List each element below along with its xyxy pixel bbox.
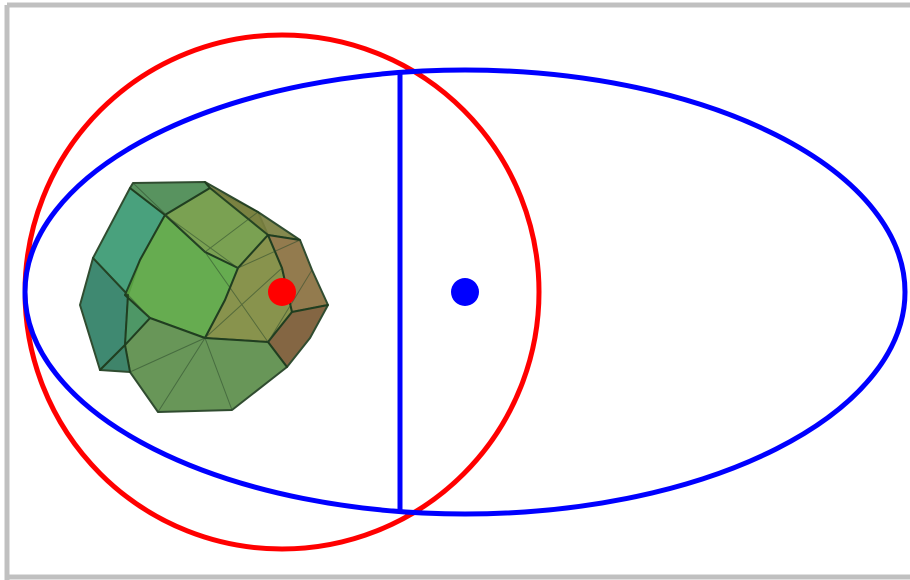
polyhedron <box>79 181 329 413</box>
blue-ellipse <box>22 67 908 517</box>
polyhedron-face <box>124 317 288 413</box>
polyhedron-hidden-edges <box>92 182 313 413</box>
polyhedron-face <box>124 294 151 346</box>
frame-border <box>4 2 910 580</box>
blue-center-dot <box>451 278 479 306</box>
polyhedron-face <box>267 304 329 368</box>
red-center-dot <box>268 278 296 306</box>
polyhedron-face <box>99 344 131 373</box>
